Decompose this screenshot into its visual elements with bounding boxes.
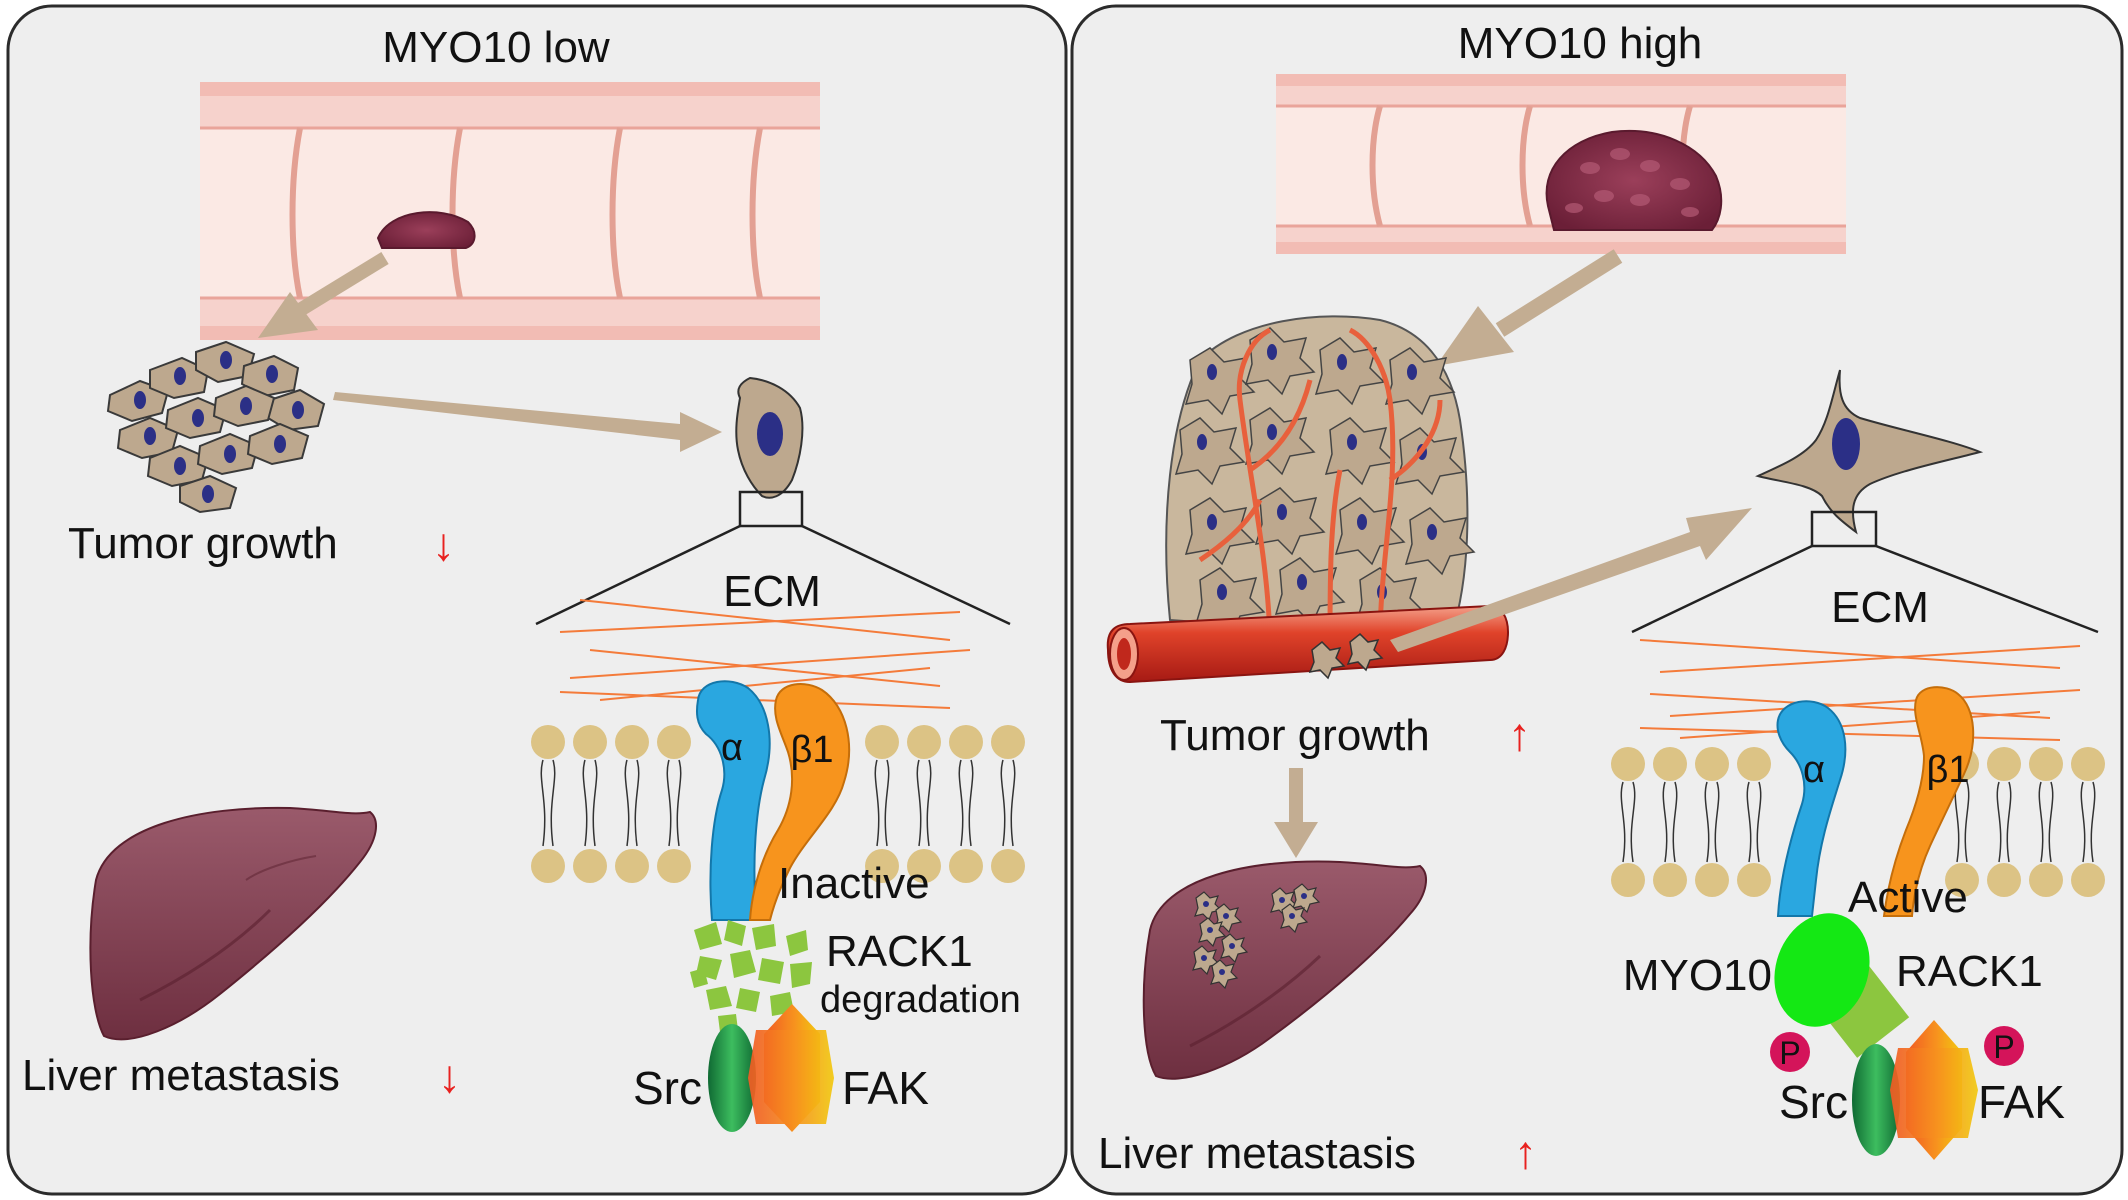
fak-label-right: FAK (1978, 1076, 2065, 1128)
large-tumor (1545, 130, 1723, 231)
active-label: Active (1848, 873, 1968, 922)
myo10-protein (1774, 913, 1870, 1027)
phospho-src-label: P (1779, 1035, 1800, 1071)
rack1-fragments (690, 920, 812, 1032)
flow-arrow-mass-to-cell (1390, 508, 1752, 652)
small-tumor (376, 211, 476, 249)
phospho-fak (1984, 1026, 2024, 1066)
alpha-label-left: α (721, 727, 743, 769)
tumor-growth-up-arrow: ↑ (1508, 708, 1531, 760)
liver-right (1142, 860, 1427, 1080)
src-protein-left (708, 1024, 756, 1132)
liver-metastasis-up-arrow: ↑ (1514, 1126, 1537, 1178)
tumor-growth-label-left: Tumor growth (68, 519, 338, 568)
colon-segment-left (200, 82, 820, 340)
panel-myo10-low: MYO10 low (6, 4, 1068, 1196)
alpha-integrin-right (1776, 700, 1847, 917)
panel-myo10-high: MYO10 high (1070, 4, 2124, 1196)
liver-left (89, 806, 377, 1041)
ecm-label-right: ECM (1831, 583, 1929, 632)
stellate-cell-right (1755, 369, 1984, 535)
beta1-label-left: β1 (791, 729, 834, 771)
ecm-fibers-left (559, 599, 971, 709)
flow-arrow-to-liver (1274, 768, 1318, 858)
membrane-bilayer-left (531, 725, 1025, 883)
single-cell-left (735, 376, 804, 499)
phospho-fak-label: P (1993, 1029, 2014, 1065)
phospho-src (1770, 1032, 1810, 1072)
rack1-label-left: RACK1 (826, 927, 973, 976)
beta1-integrin-left (748, 683, 851, 921)
myo10-label: MYO10 (1623, 951, 1772, 1000)
panel-title-left: MYO10 low (382, 23, 610, 72)
src-protein-right (1852, 1044, 1900, 1156)
ecm-label-left: ECM (723, 567, 821, 616)
tumor-growth-down-arrow: ↓ (432, 518, 455, 570)
liver-metastasis-label-right: Liver metastasis (1098, 1129, 1416, 1178)
zoom-box-right (1810, 510, 1878, 548)
flow-arrow-cluster-to-cell (333, 392, 722, 452)
beta1-integrin-right (1882, 686, 1975, 917)
tumor-growth-label-right: Tumor growth (1160, 711, 1430, 760)
fak-label-left: FAK (842, 1062, 929, 1114)
liver-metastasis-label-left: Liver metastasis (22, 1051, 340, 1100)
src-label-left: Src (633, 1062, 702, 1114)
src-label-right: Src (1779, 1076, 1848, 1128)
tumor-mass-vascularized (1106, 315, 1510, 684)
colon-segment-right (1276, 74, 1846, 254)
flow-arrow-colon-to-mass (1436, 249, 1623, 366)
zoom-box-left (738, 490, 804, 528)
degradation-label: degradation (820, 979, 1021, 1021)
rack1-label-right: RACK1 (1896, 947, 2043, 996)
liver-metastasis-down-arrow: ↓ (438, 1050, 461, 1102)
tumor-cell-cluster-small (106, 340, 326, 514)
alpha-label-right: α (1803, 749, 1825, 791)
panel-title-right: MYO10 high (1458, 19, 1703, 68)
ecm-fibers-right (1639, 639, 2081, 741)
flow-arrow-colon-to-cluster (258, 252, 389, 338)
inactive-label: Inactive (778, 859, 930, 908)
membrane-bilayer-right (1611, 747, 2105, 897)
beta1-label-right: β1 (1927, 749, 1970, 791)
